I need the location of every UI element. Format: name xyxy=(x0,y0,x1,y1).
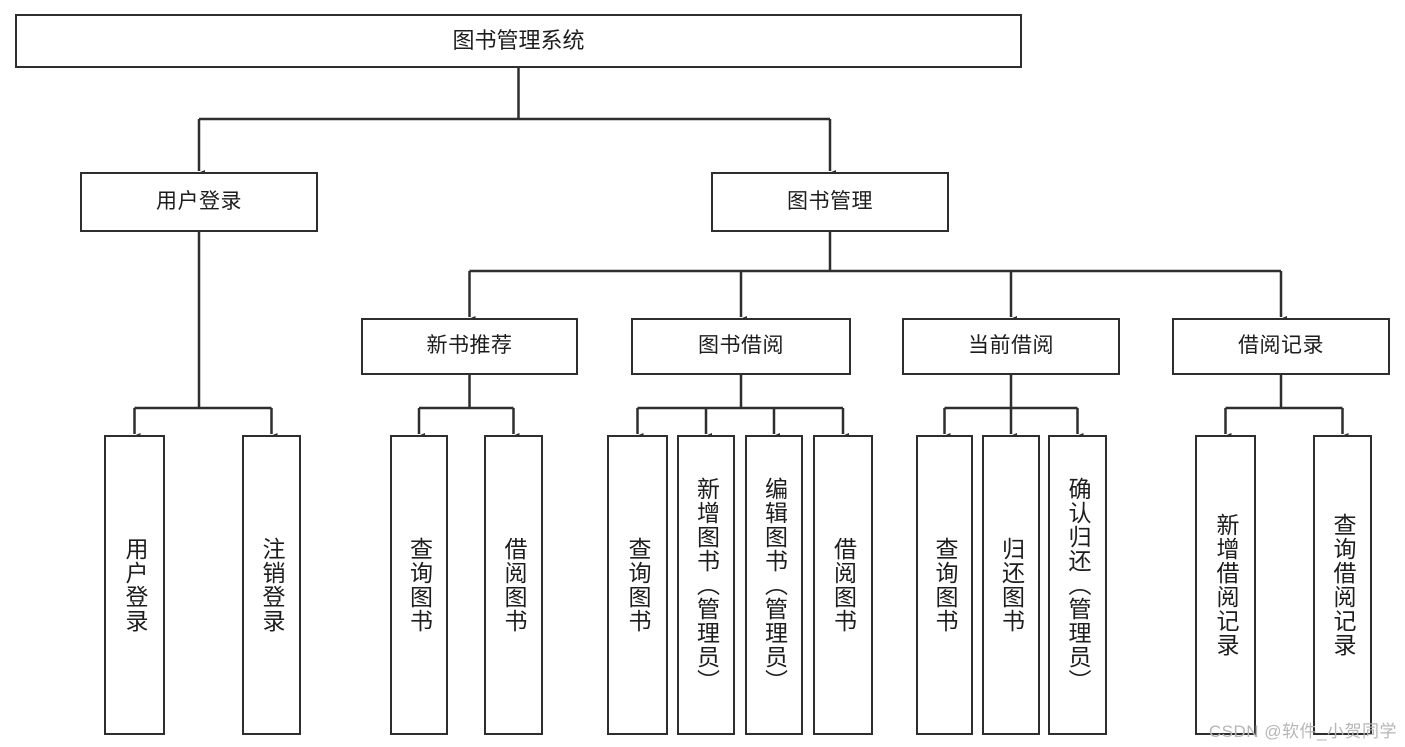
node-leaf-query-book-1[interactable]: 查询图书 xyxy=(390,435,448,735)
node-label: 借阅记录 xyxy=(1238,334,1324,358)
node-label: 用户登录 xyxy=(122,537,148,633)
node-leaf-query-book-2[interactable]: 查询图书 xyxy=(607,435,668,735)
node-label: 图书借阅 xyxy=(698,334,784,358)
node-label: 图书管理 xyxy=(787,189,873,213)
node-borrow-record[interactable]: 借阅记录 xyxy=(1172,318,1390,375)
node-leaf-query-book-3[interactable]: 查询图书 xyxy=(916,435,973,735)
node-current-borrow[interactable]: 当前借阅 xyxy=(902,318,1120,375)
node-label: 确认归还（管理员） xyxy=(1065,477,1091,693)
node-label: 查询借阅记录 xyxy=(1330,513,1356,657)
node-label: 编辑图书（管理员） xyxy=(761,477,788,693)
node-label: 注销登录 xyxy=(259,537,285,633)
node-label: 新增借阅记录 xyxy=(1213,513,1239,657)
node-label: 借阅图书 xyxy=(830,537,857,633)
node-label: 归还图书 xyxy=(998,537,1025,633)
node-label: 新增图书（管理员） xyxy=(693,477,720,693)
node-leaf-borrow-book-2[interactable]: 借阅图书 xyxy=(813,435,873,735)
node-book-manage[interactable]: 图书管理 xyxy=(711,172,949,232)
node-label: 当前借阅 xyxy=(968,334,1054,358)
node-leaf-add-book[interactable]: 新增图书（管理员） xyxy=(677,435,735,735)
node-leaf-user-login[interactable]: 用户登录 xyxy=(104,435,165,735)
node-book-borrow[interactable]: 图书借阅 xyxy=(631,318,851,375)
node-label: 用户登录 xyxy=(156,189,242,213)
node-leaf-query-record[interactable]: 查询借阅记录 xyxy=(1313,435,1372,735)
node-leaf-edit-book[interactable]: 编辑图书（管理员） xyxy=(745,435,803,735)
node-label: 查询图书 xyxy=(932,537,958,633)
node-leaf-logout[interactable]: 注销登录 xyxy=(242,435,301,735)
node-label: 借阅图书 xyxy=(501,537,527,633)
node-label: 新书推荐 xyxy=(426,334,513,358)
watermark: CSDN @软件_小贺同学 xyxy=(1208,722,1397,741)
node-user-login[interactable]: 用户登录 xyxy=(80,172,318,232)
node-label: 图书管理系统 xyxy=(452,28,585,54)
node-new-book-recommend[interactable]: 新书推荐 xyxy=(361,318,578,375)
node-leaf-add-record[interactable]: 新增借阅记录 xyxy=(1195,435,1256,735)
node-label: 查询图书 xyxy=(625,537,651,633)
node-leaf-confirm-return[interactable]: 确认归还（管理员） xyxy=(1048,435,1107,735)
node-label: 查询图书 xyxy=(406,537,433,633)
node-leaf-return-book[interactable]: 归还图书 xyxy=(982,435,1040,735)
node-root[interactable]: 图书管理系统 xyxy=(15,14,1022,68)
node-leaf-borrow-book-1[interactable]: 借阅图书 xyxy=(484,435,543,735)
